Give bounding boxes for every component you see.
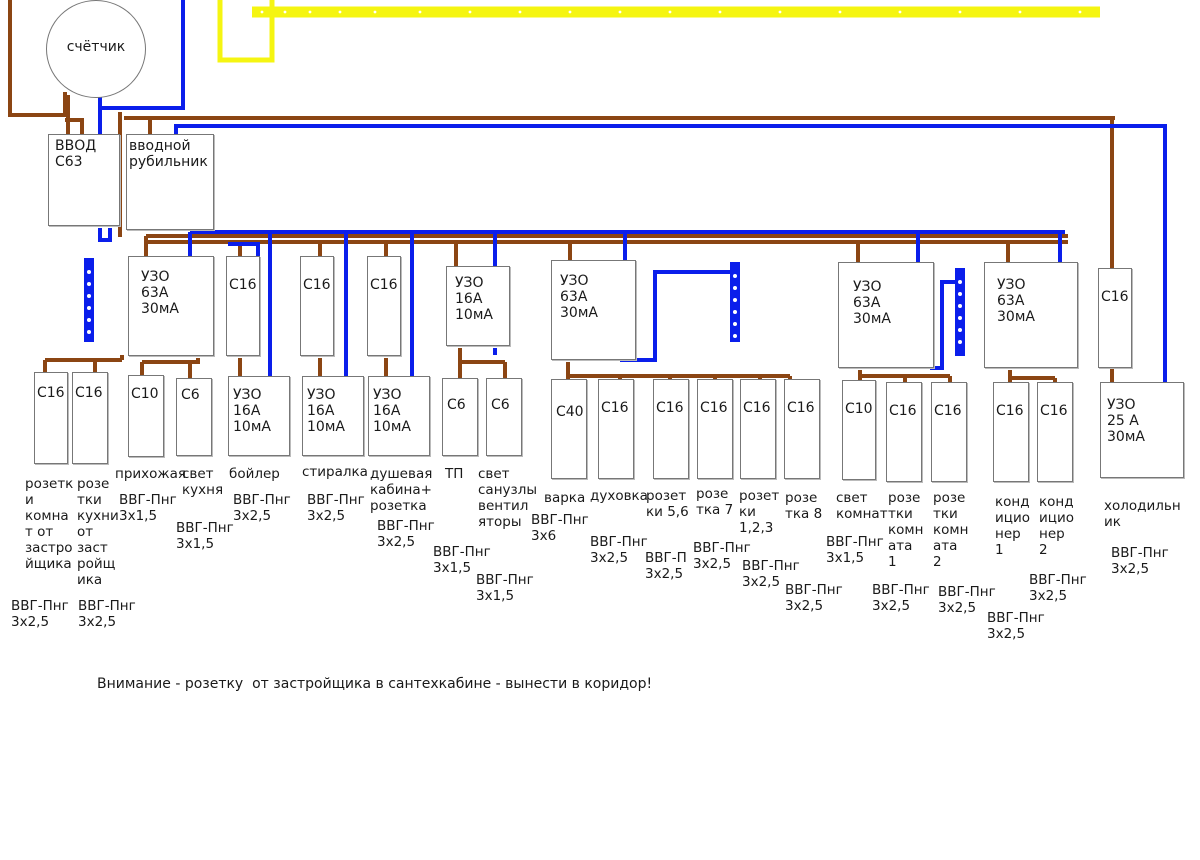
breaker-c16-boiler-top: С16 (226, 256, 260, 356)
breaker-c16-socket-8: С16 (784, 379, 820, 479)
cable-label: ВВГ-Пнг 3х2,5 (1111, 545, 1169, 577)
load-label: бойлер (229, 466, 280, 482)
breaker-c16-ac1: С16 (993, 382, 1029, 482)
load-label: варка (544, 490, 586, 506)
breaker-c10-room-light: С10 (842, 380, 876, 480)
electricity-meter: счётчик (46, 0, 146, 98)
cable-label: ВВГ-Пнг 3х2,5 (11, 598, 69, 630)
cable-label: ВВГ-Пнг 3х2,5 (987, 610, 1045, 642)
cable-label: ВВГ-Пнг 3х1,5 (433, 544, 491, 576)
load-label: ТП (445, 466, 464, 482)
cable-label: ВВГ-Пнг 3х1,5 (826, 534, 884, 566)
load-label: свет кухня (182, 466, 224, 498)
cable-label: ВВГ-Пнг 3х2,5 (938, 584, 996, 616)
load-label: прихожая (115, 466, 186, 482)
rcd-63a-kitchen: УЗО 63А 30мА (551, 260, 636, 360)
breaker-c16-rooms-dev: С16 (34, 372, 68, 464)
input-breaker: ВВОД С63 (48, 134, 120, 226)
breaker-c6-vent: С6 (486, 378, 522, 456)
cable-label: ВВГ-Пнг 3х1,5 (119, 492, 177, 524)
breaker-c16-wash-top: С16 (300, 256, 334, 356)
cable-label: ВВГ-Пнг 3х1,5 (176, 520, 234, 552)
load-label: стиралка (302, 464, 368, 480)
load-label: розе тка 7 (696, 486, 734, 518)
breaker-c16-ac2: С16 (1037, 382, 1073, 482)
breaker-c16-room2: С16 (931, 382, 967, 482)
breaker-c16-oven: С16 (598, 379, 634, 479)
cable-label: ВВГ-Пнг 3х2,5 (872, 582, 930, 614)
load-label: холодильн ик (1104, 498, 1181, 530)
load-label: розе тка 8 (785, 490, 823, 522)
cable-label: ВВГ-Пнг 3х2,5 (1029, 572, 1087, 604)
breaker-c16-room1: С16 (886, 382, 922, 482)
load-label: розе тки комн ата 1 (888, 490, 924, 570)
meter-label: счётчик (66, 39, 126, 55)
load-label: свет комнат (836, 490, 888, 522)
breaker-c16-shower-top: С16 (367, 256, 401, 356)
breaker-c16-fridge-top: С16 (1098, 268, 1132, 368)
warning-note: Внимание - розетку от застройщика в сант… (97, 676, 653, 692)
breaker-c6-kitchen-light: С6 (176, 378, 212, 456)
breaker-c40-cooktop: С40 (551, 379, 587, 479)
load-label: розет ки 1,2,3 (739, 488, 780, 536)
load-label: розет ки 5,6 (646, 488, 689, 520)
cable-label: ВВГ-Пнг 3х2,5 (233, 492, 291, 524)
main-switch: вводной рубильник (126, 134, 214, 230)
load-label: конд ицио нер 1 (995, 494, 1030, 558)
rcd-63a-ac: УЗО 63А 30мА (984, 262, 1078, 368)
terminal-bus-rooms (955, 268, 965, 356)
load-label: розетк и комна т от застро йщика (25, 476, 74, 572)
earth-wire (217, 0, 1100, 63)
terminal-bus-kitchen (730, 262, 740, 342)
rcd-16a-boiler: УЗО 16А 10мА (228, 376, 290, 456)
breaker-c16-kitchen-dev: С16 (72, 372, 108, 464)
terminal-bus-left (84, 258, 94, 342)
cable-label: ВВГ-Пнг 3х2,5 (307, 492, 365, 524)
load-label: розе тки комн ата 2 (933, 490, 969, 570)
cable-label: ВВГ-П 3х2,5 (645, 550, 687, 582)
phase-wires (8, 0, 1115, 384)
load-label: конд ицио нер 2 (1039, 494, 1074, 558)
rcd-16a-tp: УЗО 16А 10мА (446, 266, 510, 346)
rcd-16a-washer: УЗО 16А 10мА (302, 376, 364, 456)
load-label: духовка (590, 488, 648, 504)
breaker-c16-socket-7: С16 (697, 379, 733, 479)
load-label: свет санузлы вентил яторы (478, 466, 537, 530)
rcd-63a-left: УЗО 63А 30мА (128, 256, 214, 356)
breaker-c10-hall: С10 (128, 375, 164, 457)
rcd-16a-shower: УЗО 16А 10мА (368, 376, 430, 456)
load-label: душевая кабина+ розетка (370, 466, 433, 514)
cable-label: ВВГ-Пнг 3х2,5 (785, 582, 843, 614)
cable-label: ВВГ-Пнг 3х2,5 (377, 518, 435, 550)
rcd-25a-fridge: УЗО 25 А 30мА (1100, 382, 1184, 478)
breaker-c6-tp: С6 (442, 378, 478, 456)
rcd-63a-rooms: УЗО 63А 30мА (838, 262, 934, 368)
cable-label: ВВГ-Пнг 3х6 (531, 512, 589, 544)
cable-label: ВВГ-Пнг 3х2,5 (78, 598, 136, 630)
cable-label: ВВГ-Пнг 3х2,5 (693, 540, 751, 572)
earth-bus-dots (260, 10, 1082, 14)
neutral-wires (98, 0, 1167, 383)
cable-label: ВВГ-Пнг 3х2,5 (590, 534, 648, 566)
load-label: розе тки кухни от заст ройщ ика (77, 476, 119, 588)
breaker-c16-sockets-123: С16 (740, 379, 776, 479)
cable-label: ВВГ-Пнг 3х1,5 (476, 572, 534, 604)
breaker-c16-sockets-56: С16 (653, 379, 689, 479)
cable-label: ВВГ-Пнг 3х2,5 (742, 558, 800, 590)
